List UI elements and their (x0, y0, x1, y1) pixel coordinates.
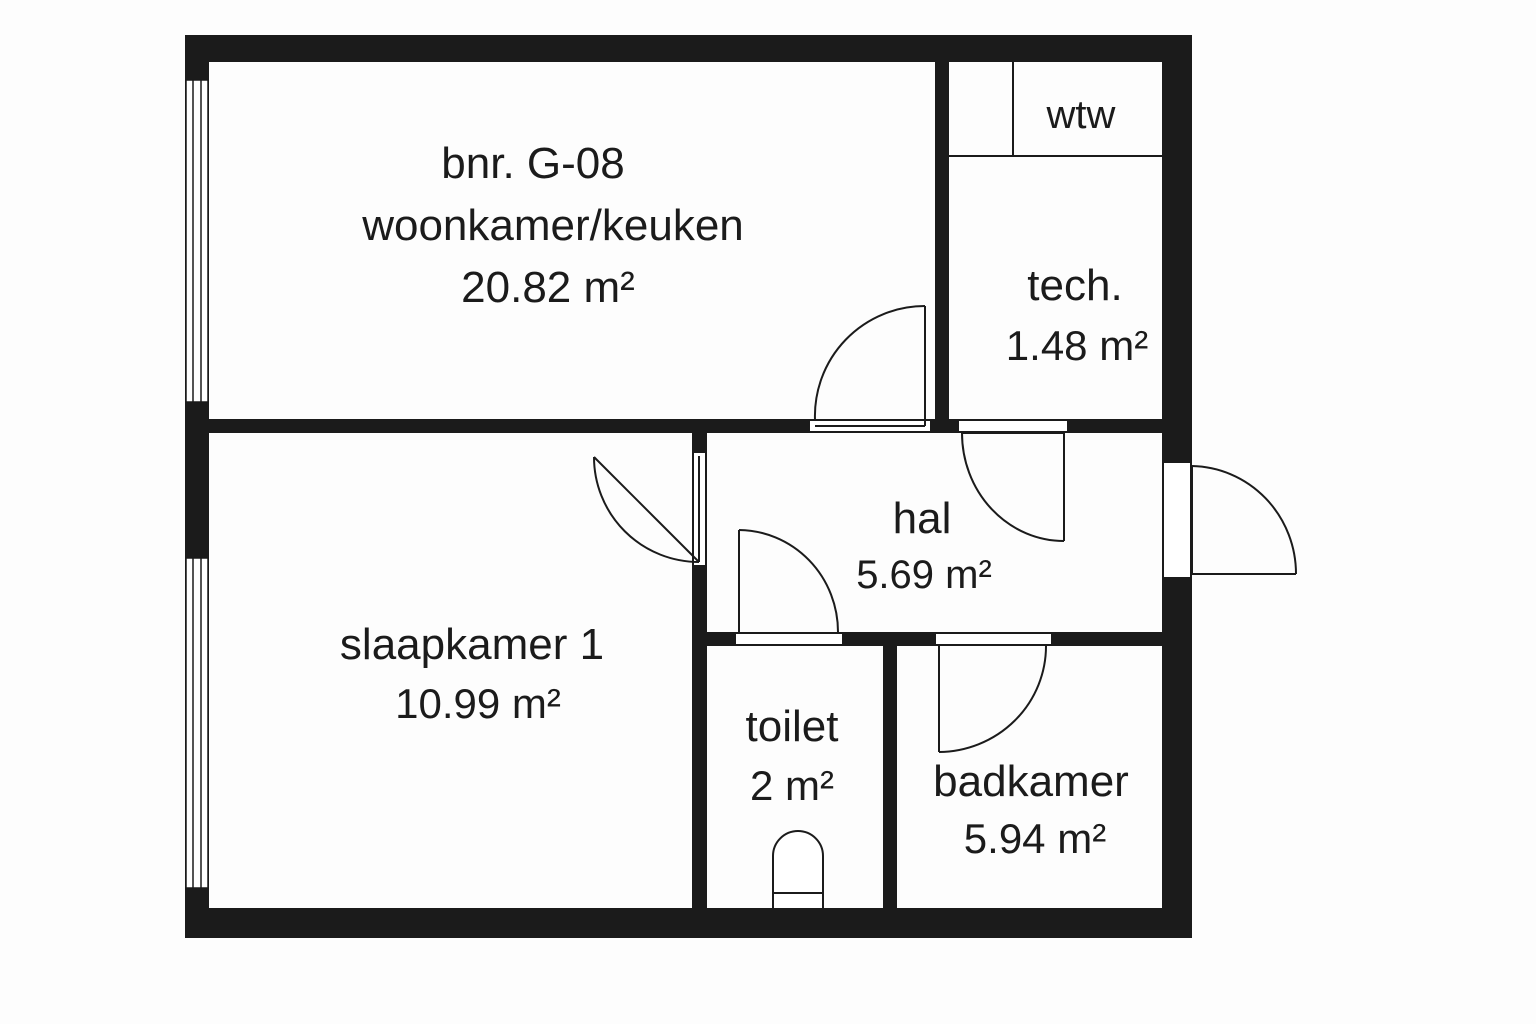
room-toilet: toilet 2 m² (746, 702, 839, 809)
door-bedroom (593, 451, 707, 567)
hal-room-name: hal (893, 494, 952, 543)
door-bathroom (934, 632, 1053, 753)
bathroom-room-name: badkamer (933, 757, 1129, 806)
interior-walls (209, 62, 1162, 908)
living-room-area: 20.82 m² (461, 263, 635, 312)
outer-walls (185, 35, 1192, 938)
living-room-name: woonkamer/keuken (361, 201, 744, 250)
room-bedroom: slaapkamer 1 10.99 m² (340, 620, 604, 727)
wtw-cabinet (949, 62, 1162, 157)
living-unit-number: bnr. G-08 (441, 139, 624, 188)
tech-room-name: tech. (1027, 261, 1122, 310)
door-tech (957, 419, 1069, 542)
room-living: bnr. G-08 woonkamer/keuken 20.82 m² (361, 139, 744, 312)
window-bedroom (185, 557, 209, 889)
door-entrance (1162, 461, 1297, 579)
bedroom-room-name: slaapkamer 1 (340, 620, 604, 669)
room-tech: tech. 1.48 m² (1006, 261, 1148, 369)
window-living (185, 79, 209, 403)
tech-room-area: 1.48 m² (1006, 322, 1148, 369)
wtw-label: wtw (1046, 93, 1116, 137)
room-hal: hal 5.69 m² (856, 494, 992, 597)
door-toilet (734, 529, 844, 646)
room-wtw: wtw (1046, 93, 1116, 137)
bedroom-room-area: 10.99 m² (395, 680, 561, 727)
bathroom-room-area: 5.94 m² (964, 815, 1106, 862)
room-bathroom: badkamer 5.94 m² (933, 757, 1129, 862)
toilet-room-area: 2 m² (750, 762, 834, 809)
door-living (808, 305, 932, 433)
toilet-fixture (772, 830, 824, 908)
toilet-room-name: toilet (746, 702, 839, 751)
hal-room-area: 5.69 m² (856, 553, 992, 597)
